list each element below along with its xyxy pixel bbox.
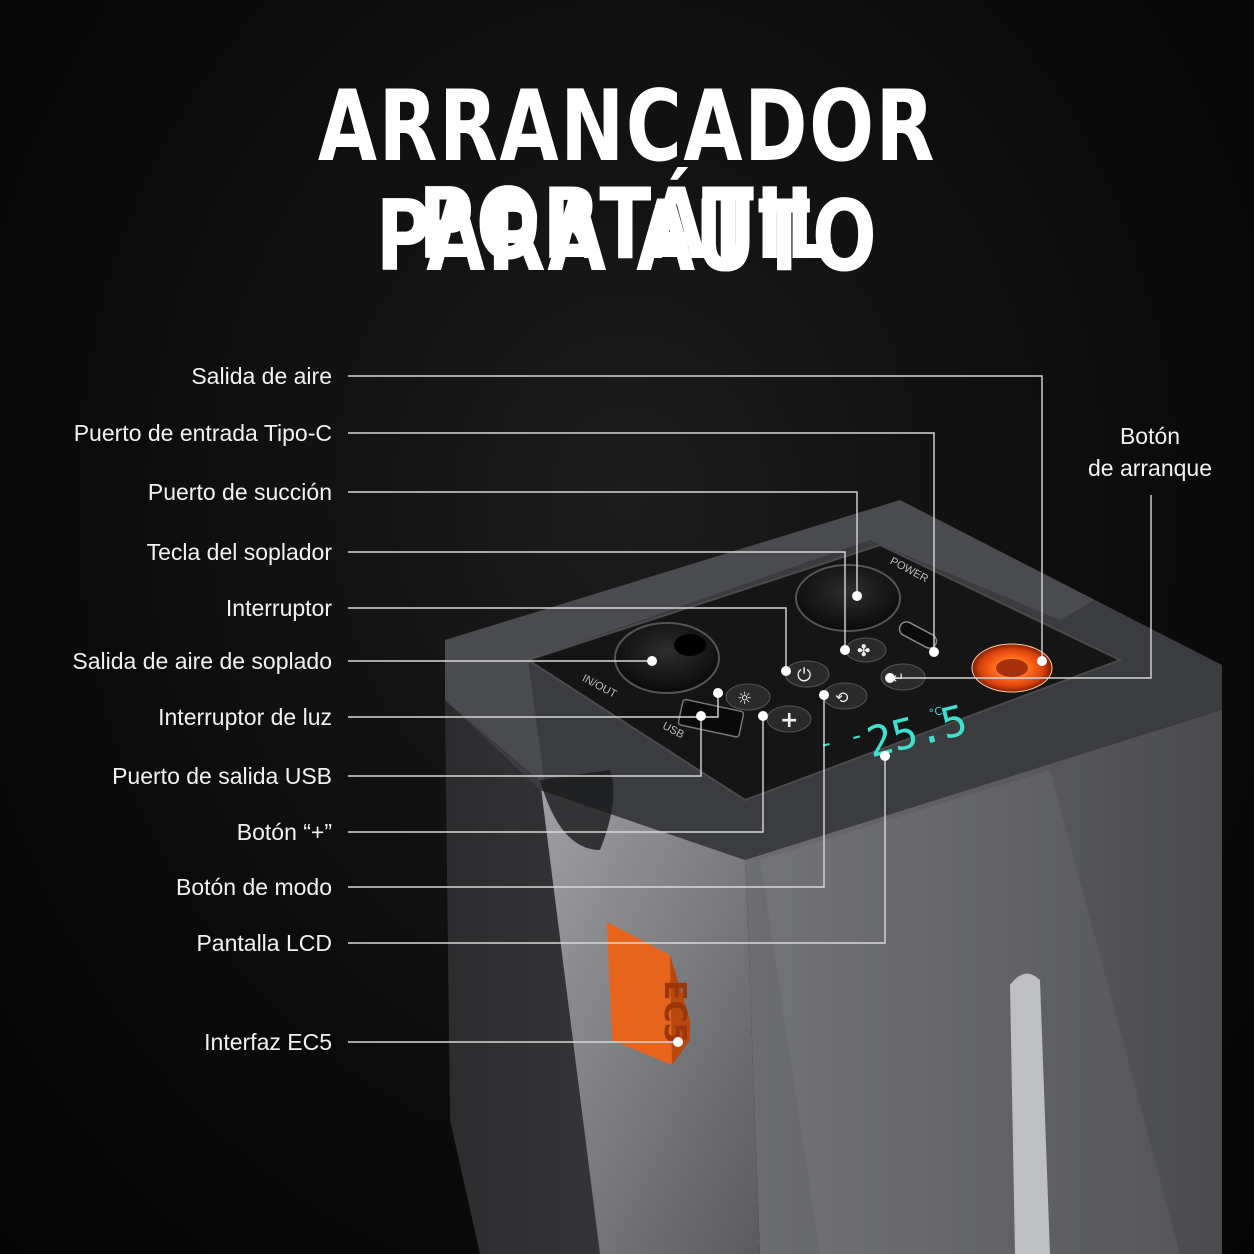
label-start-button-line1: Botón (1119, 423, 1181, 449)
label-plus-button: Botón “+” (236, 819, 332, 845)
label-lcd-screen: Pantalla LCD (196, 930, 332, 956)
label-start-button-line2: de arranque (1087, 455, 1213, 481)
mode-icon: ⟲ (835, 688, 849, 707)
power-suction-port (795, 564, 901, 632)
inout-port-hole (674, 634, 706, 656)
label-air-outlet: Salida de aire (191, 363, 332, 389)
label-usb-output: Puerto de salida USB (112, 763, 332, 789)
type-c-port (898, 621, 938, 649)
label-blower-key: Tecla del soplador (146, 539, 332, 565)
device-right-face (745, 690, 1222, 1254)
face-highlight (760, 770, 1180, 1254)
label-light-switch: Interruptor de luz (158, 704, 332, 730)
callout-dots (647, 591, 1047, 1047)
label-mode-button: Botón de modo (175, 874, 332, 900)
label-suction-port: Puerto de succión (147, 479, 332, 505)
inout-air-port (614, 622, 720, 694)
light-switch-button[interactable] (725, 683, 771, 711)
power-icon: ⏻ (797, 665, 811, 686)
fan-icon: ✤ (857, 641, 870, 660)
label-ec5-interface: Interfaz EC5 (204, 1029, 332, 1055)
label-type-c-input: Puerto de entrada Tipo-C (73, 420, 332, 446)
ec5-cover (607, 922, 672, 1065)
clear-cover (445, 500, 1095, 785)
label-start-button: Botón de arranque (1072, 420, 1228, 484)
start-button-center (996, 659, 1028, 677)
ec5-label: EC5 (657, 980, 692, 1043)
label-blow-air-outlet: Salida de aire de soplado (72, 648, 332, 674)
sun-icon: ☼ (737, 689, 752, 709)
lcd-unit: °C (928, 704, 944, 720)
label-switch: Interruptor (225, 595, 332, 621)
ec5-cover-edge (670, 955, 690, 1065)
side-slot (1010, 973, 1050, 1254)
callout-lines (348, 375, 1152, 1043)
front-groove (540, 770, 614, 850)
aux-button[interactable] (880, 663, 926, 691)
title-line-1: ARRANCADOR PORTÁTIL (317, 70, 937, 282)
title-line-2: PARA AUTO (375, 180, 879, 294)
usb-port (677, 698, 745, 738)
plus-symbol: + (780, 708, 798, 733)
